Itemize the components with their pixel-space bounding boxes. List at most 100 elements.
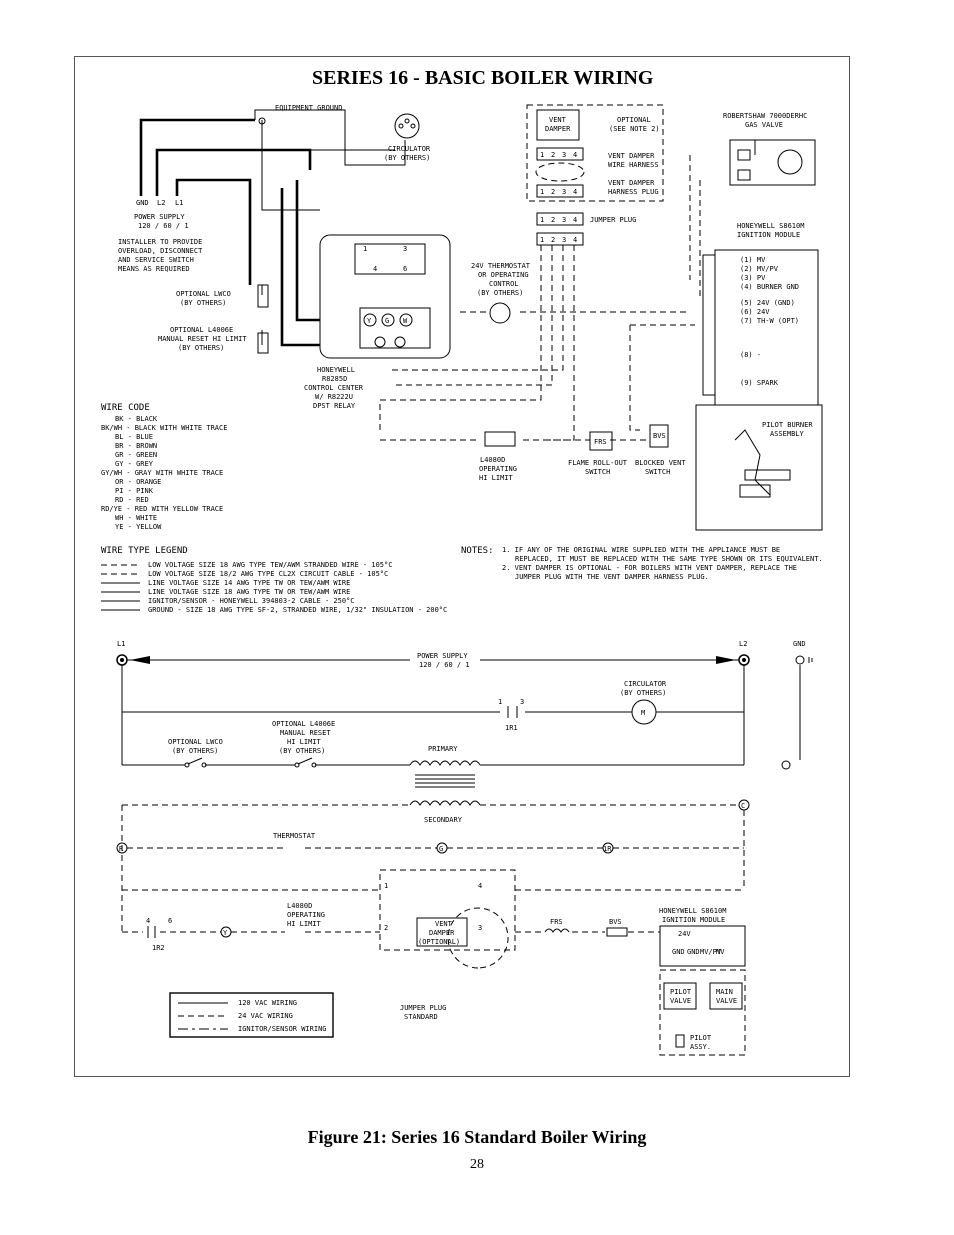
svg-text:BR - BROWN: BR - BROWN [115,442,157,450]
svg-text:LOW VOLTAGE SIZE 18/2 AWG TYPE: LOW VOLTAGE SIZE 18/2 AWG TYPE CL2X CIRC… [148,570,388,578]
thermostat-label: 24V THERMOSTAT OR OPERATING CONTROL (BY … [471,262,531,297]
svg-text:YE - YELLOW: YE - YELLOW [115,523,162,531]
node-c: C [741,802,745,810]
circulator-label-1: CIRCULATOR [388,145,431,153]
vent-damper-assembly [526,104,664,246]
svg-text:3: 3 [562,216,566,224]
ladder-circulator-1: CIRCULATOR [624,680,667,688]
gas-valve [729,139,816,186]
svg-text:DPST RELAY: DPST RELAY [313,402,356,410]
control-center-label: HONEYWELL R8285D CONTROL CENTER W/ R8222… [304,366,364,410]
ladder-power-1: POWER SUPPLY [417,652,468,660]
svg-text:1: 1 [540,236,544,244]
ladder-lines [116,654,813,770]
ir1-label: 1R1 [505,724,518,732]
pilot-burner-label-1: PILOT BURNER [762,421,813,429]
node-r: R [119,845,124,853]
l4006e-label-1: OPTIONAL L4006E [170,326,233,334]
motor-symbol [631,699,657,725]
l4080d-label-3: HI LIMIT [479,474,514,482]
svg-text:1: 1 [363,245,367,253]
svg-text:(BY OTHERS): (BY OTHERS) [477,289,523,297]
power-wires [139,109,406,347]
ladder-jumper-2: STANDARD [404,1013,438,1021]
ladder-module-2: IGNITION MODULE [662,916,725,924]
svg-text:Y: Y [367,317,372,325]
switch-symbols [184,757,317,768]
svg-text:2. VENT DAMPER IS OPTIONAL - F: 2. VENT DAMPER IS OPTIONAL - FOR BOILERS… [502,564,797,572]
ladder-lwco-2: (BY OTHERS) [172,747,218,755]
harness-label-1: VENT DAMPER [608,152,655,160]
harness-plug-label-1: VENT DAMPER [608,179,655,187]
ladder-l4080d-1: L4080D [287,902,312,910]
transformer-symbol [409,760,481,806]
contact-6: 6 [168,917,172,925]
svg-text:3: 3 [562,151,566,159]
svg-text:2: 2 [551,236,555,244]
svg-text:W: W [403,317,408,325]
main-valve-2: VALVE [716,997,737,1005]
ladder-l4080d-2: OPERATING [287,911,325,919]
svg-text:BL - BLUE: BL - BLUE [115,433,153,441]
ir2-label: 1R2 [152,944,165,952]
svg-text:(8) -: (8) - [740,351,761,359]
svg-text:LOW VOLTAGE SIZE 18 AWG TYPE T: LOW VOLTAGE SIZE 18 AWG TYPE TEW/AWM STR… [148,561,392,569]
contact-1: 1 [498,698,502,706]
svg-text:1: 1 [540,188,544,196]
svg-text:(1) MV: (1) MV [740,256,766,264]
svg-text:(6) 24V: (6) 24V [740,308,770,316]
svg-text:(2) MV/PV: (2) MV/PV [740,265,779,273]
svg-text:24V: 24V [678,930,691,938]
ladder-l2: L2 [739,640,747,648]
node-y: Y [223,929,228,937]
bvs-label: BVS [653,432,666,440]
frs-symbol [589,431,613,451]
pilot-valve-1: PILOT [670,988,692,996]
lwco-label-1: OPTIONAL LWCO [176,290,231,298]
ladder-jumper-1: JUMPER PLUG [400,1004,446,1012]
svg-text:WH - WHITE: WH - WHITE [115,514,157,522]
svg-text:G: G [385,317,389,325]
svg-text:(4) BURNER GND: (4) BURNER GND [740,283,799,291]
damper-pin-3: 3 [478,924,482,932]
svg-text:(3) PV: (3) PV [740,274,766,282]
ladder-circulator-2: (BY OTHERS) [620,689,666,697]
ignition-module-label-2: IGNITION MODULE [737,231,800,239]
ladder-l4080d-3: HI LIMIT [287,920,322,928]
bvs-desc-1: BLOCKED VENT [635,459,686,467]
secondary-wiring [116,799,750,938]
svg-text:MEANS AS REQUIRED: MEANS AS REQUIRED [118,265,190,273]
svg-text:3: 3 [403,245,407,253]
svg-text:24V THERMOSTAT: 24V THERMOSTAT [471,262,531,270]
contact-4: 4 [146,917,150,925]
lwco-switch [257,284,269,308]
svg-text:CONTROL: CONTROL [489,280,519,288]
svg-text:REPLACED, IT MUST BE REPLACED: REPLACED, IT MUST BE REPLACED WITH THE S… [515,555,823,563]
bvs-desc-2: SWITCH [645,468,670,476]
contact-3: 3 [520,698,524,706]
pilot-assy-1: PILOT [690,1034,712,1042]
svg-text:1: 1 [540,216,544,224]
svg-text:4: 4 [373,265,377,273]
power-terminals-top: GND L2 L1 [136,199,183,207]
svg-text:LINE VOLTAGE SIZE 14 AWG TYPE: LINE VOLTAGE SIZE 14 AWG TYPE TW OR TEW/… [148,579,350,587]
bvs-symbol [649,424,669,448]
optional-note-2: (SEE NOTE 2) [609,125,660,133]
svg-text:HONEYWELL: HONEYWELL [317,366,355,374]
svg-text:(5) 24V (GND): (5) 24V (GND) [740,299,795,307]
ignition-module-top [695,249,823,531]
svg-text:RD - RED: RD - RED [115,496,149,504]
vent-damper-label-1: VENT [549,116,567,124]
svg-text:MV/PV: MV/PV [700,948,722,956]
vent-damper-label-2: DAMPER [545,125,571,133]
ladder-damper-3: (OPTIONAL) [418,938,460,946]
svg-text:24 VAC WIRING: 24 VAC WIRING [238,1012,293,1020]
svg-text:NOTES:: NOTES: [461,546,494,556]
ladder-l4006e-4: (BY OTHERS) [279,747,325,755]
ladder-damper-2: DAMPER [429,929,455,937]
frs-desc-1: FLAME ROLL-OUT [568,459,628,467]
svg-text:2: 2 [551,151,555,159]
ladder-l1: L1 [117,640,125,648]
ladder-frs: FRS [550,918,563,926]
